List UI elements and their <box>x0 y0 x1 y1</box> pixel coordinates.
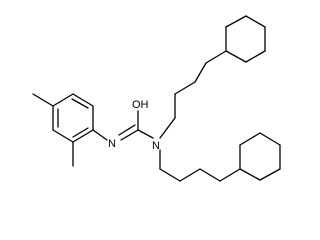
structure-canvas: OH N N <box>32 15 281 182</box>
methyl-groups <box>32 93 74 167</box>
bottom-cyclohexyl-ring <box>239 132 281 181</box>
urea-core <box>118 110 154 141</box>
molecule-diagram: OH N N <box>32 15 281 182</box>
dimethylphenyl-ring <box>52 93 108 143</box>
oxygen-label: OH <box>132 99 149 111</box>
top-cyclohexyl-ring <box>225 15 266 63</box>
amine-nitrogen-label: N <box>152 140 160 152</box>
top-butyl-chain <box>159 50 227 139</box>
bottom-butyl-chain <box>159 149 241 182</box>
imine-nitrogen-label: N <box>108 138 116 150</box>
